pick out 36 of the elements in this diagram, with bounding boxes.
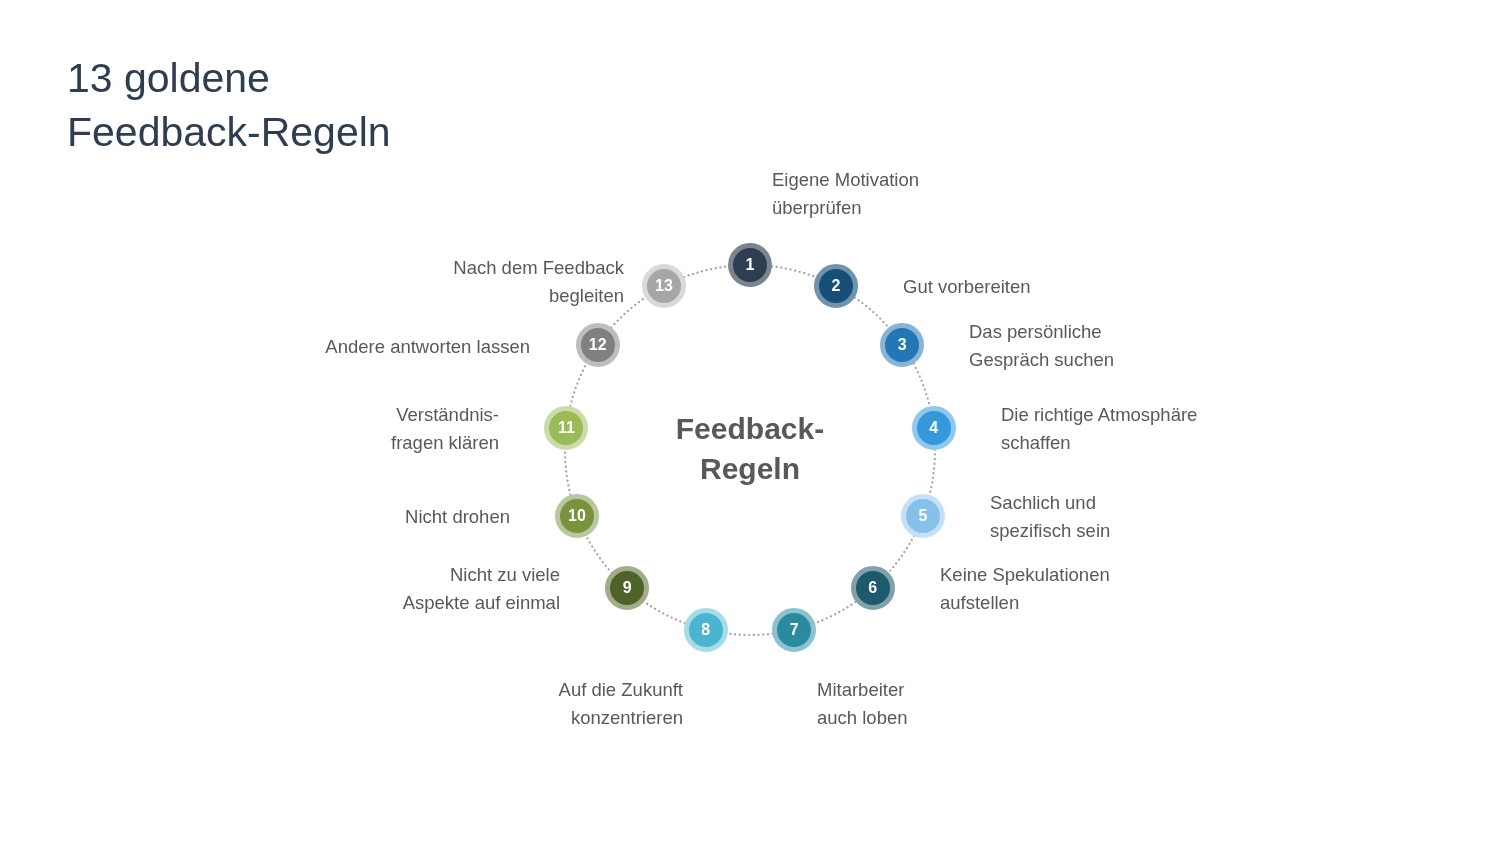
numbered-step-circle: 10 <box>555 493 599 538</box>
step-caption: Die richtige Atmosphäre schaffen <box>1001 403 1199 455</box>
numbered-step-circle: 7 <box>772 607 817 652</box>
numbered-step-circle: 11 <box>544 405 589 450</box>
step-caption: Keine Spekulationen aufstellen <box>940 563 1111 615</box>
step-caption: Nicht zu viele Aspekte auf einmal <box>401 563 560 615</box>
numbered-step-circle: 12 <box>575 322 620 367</box>
numbered-step-circle: 2 <box>813 264 858 309</box>
step-caption: Eigene Motivation überprüfen <box>772 168 921 220</box>
dotted-connector <box>643 600 686 625</box>
dotted-connector <box>569 362 588 408</box>
dotted-connector <box>726 632 774 637</box>
slide-title: 13 goldene Feedback-Regeln <box>67 54 392 157</box>
dotted-connector <box>928 448 937 496</box>
step-caption: Das persönliche Gespräch suchen <box>969 320 1115 372</box>
numbered-step-circle: 8 <box>683 607 728 652</box>
numbered-step-circle: 3 <box>880 322 925 367</box>
step-caption: Gut vorbereiten <box>903 275 1032 299</box>
numbered-step-circle: 9 <box>605 566 650 611</box>
numbered-step-circle: 6 <box>850 566 895 611</box>
step-caption: Auf die Zukunft konzentrieren <box>557 678 683 730</box>
dotted-connector <box>610 296 647 329</box>
numbered-step-circle: 4 <box>911 405 956 450</box>
center-heading: Feedback-Regeln <box>674 411 826 487</box>
dotted-connector <box>814 600 857 625</box>
step-caption: Nach dem Feedback begleiten <box>452 256 624 308</box>
numbered-step-circle: 5 <box>900 493 945 538</box>
step-caption: Andere antworten lassen <box>324 335 530 359</box>
step-caption: Mitarbeiter auch loben <box>817 678 909 730</box>
step-caption: Nicht drohen <box>404 505 510 529</box>
dotted-connector <box>853 296 890 329</box>
numbered-step-circle: 1 <box>728 243 772 287</box>
step-caption: Verständnis- fragen klären <box>390 403 499 455</box>
dotted-connector <box>770 265 817 279</box>
numbered-step-circle: 13 <box>642 264 686 309</box>
step-caption: Sachlich und spezifisch sein <box>990 491 1112 543</box>
